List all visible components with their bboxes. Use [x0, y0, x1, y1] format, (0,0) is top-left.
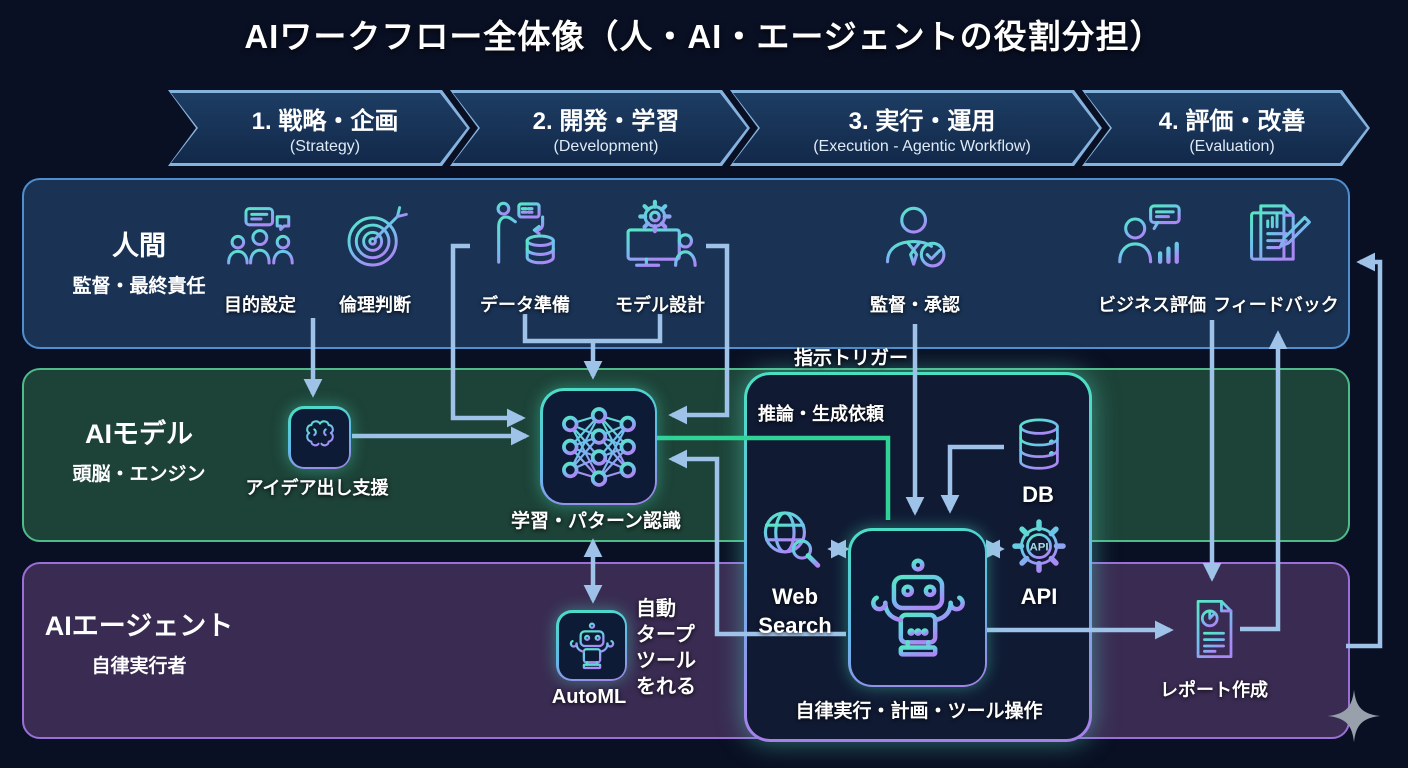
target-icon — [340, 200, 412, 281]
idea-support-label: アイデア出し支援 — [245, 478, 389, 498]
neural-network-icon — [540, 388, 657, 505]
phase-label: 2. 開発・学習 — [532, 107, 680, 135]
page-title: AIワークフロー全体像（人・AI・エージェントの役割分担） — [244, 18, 1164, 55]
phase-label: 1. 戦略・企画 — [251, 107, 399, 135]
phase-development: 2. 開発・学習 (Development) — [450, 90, 750, 166]
phase-label: 3. 実行・運用 — [848, 107, 996, 135]
approval-icon — [878, 198, 954, 283]
human-item-label: ビジネス評価 — [1098, 295, 1206, 315]
sparkle-icon — [1326, 688, 1382, 749]
phase-execution: 3. 実行・運用 (Execution - Agentic Workflow) — [730, 90, 1102, 166]
human-lane-subtitle: 監督・最終責任 — [72, 276, 206, 297]
human-lane-label: 人間 監督・最終責任 — [34, 224, 244, 298]
api-label: API — [1020, 584, 1058, 609]
human-item-label: フィードバック — [1213, 295, 1339, 315]
feedback-doc-icon — [1240, 196, 1314, 281]
phase-sublabel: (Execution - Agentic Workflow) — [813, 137, 1031, 155]
human-lane-title: 人間 — [112, 231, 166, 261]
meeting-icon — [224, 202, 298, 285]
web-search-icon — [752, 502, 830, 585]
report-icon — [1180, 590, 1248, 673]
agent-robot-icon — [848, 528, 987, 687]
human-item-label: データ準備 — [480, 295, 570, 315]
automl-label: AutoML — [551, 686, 627, 708]
data-prep-icon — [488, 196, 564, 281]
brain-icon — [288, 406, 351, 469]
model-lane-title: AIモデル — [85, 419, 193, 449]
phase-strategy: 1. 戦略・企画 (Strategy) — [168, 90, 470, 166]
phase-sublabel: (Development) — [553, 137, 659, 155]
agent-lane-title: AIエージェント — [44, 611, 234, 641]
agent-lane-label: AIエージェント 自律実行者 — [34, 604, 244, 678]
agent-lane-subtitle: 自律実行者 — [91, 656, 187, 677]
db-label: DB — [1022, 482, 1054, 507]
report-label: レポート作成 — [1160, 680, 1268, 700]
agent-bottom-label: 自律実行・計画・ツール操作 — [795, 701, 1043, 722]
api-gear-icon: API — [1004, 510, 1074, 585]
model-lane-label: AIモデル 頭脳・エンジン — [34, 412, 244, 486]
phase-sublabel: (Strategy) — [289, 137, 361, 155]
automl-note: 自動 タープ ツール をれる — [636, 598, 696, 698]
request-label: 推論・生成依頼 — [758, 404, 884, 424]
web-search-label: Web Search — [758, 584, 832, 638]
human-item-label: 監督・承認 — [870, 295, 960, 315]
phase-sublabel: (Evaluation) — [1189, 137, 1275, 155]
phase-evaluation: 4. 評価・改善 (Evaluation) — [1082, 90, 1370, 166]
model-lane-subtitle: 頭脳・エンジン — [72, 464, 206, 485]
automl-robot-icon — [556, 610, 627, 681]
business-eval-icon — [1115, 198, 1191, 283]
database-icon — [1008, 410, 1070, 487]
human-item-label: 目的設定 — [224, 295, 296, 315]
api-icon-text: API — [1029, 541, 1048, 553]
phase-label: 4. 評価・改善 — [1158, 107, 1306, 135]
model-design-icon — [622, 196, 700, 281]
human-item-label: モデル設計 — [615, 295, 705, 315]
learning-label: 学習・パターン認識 — [510, 511, 682, 532]
human-item-label: 倫理判断 — [339, 295, 411, 315]
trigger-label: 指示トリガー — [793, 348, 908, 369]
